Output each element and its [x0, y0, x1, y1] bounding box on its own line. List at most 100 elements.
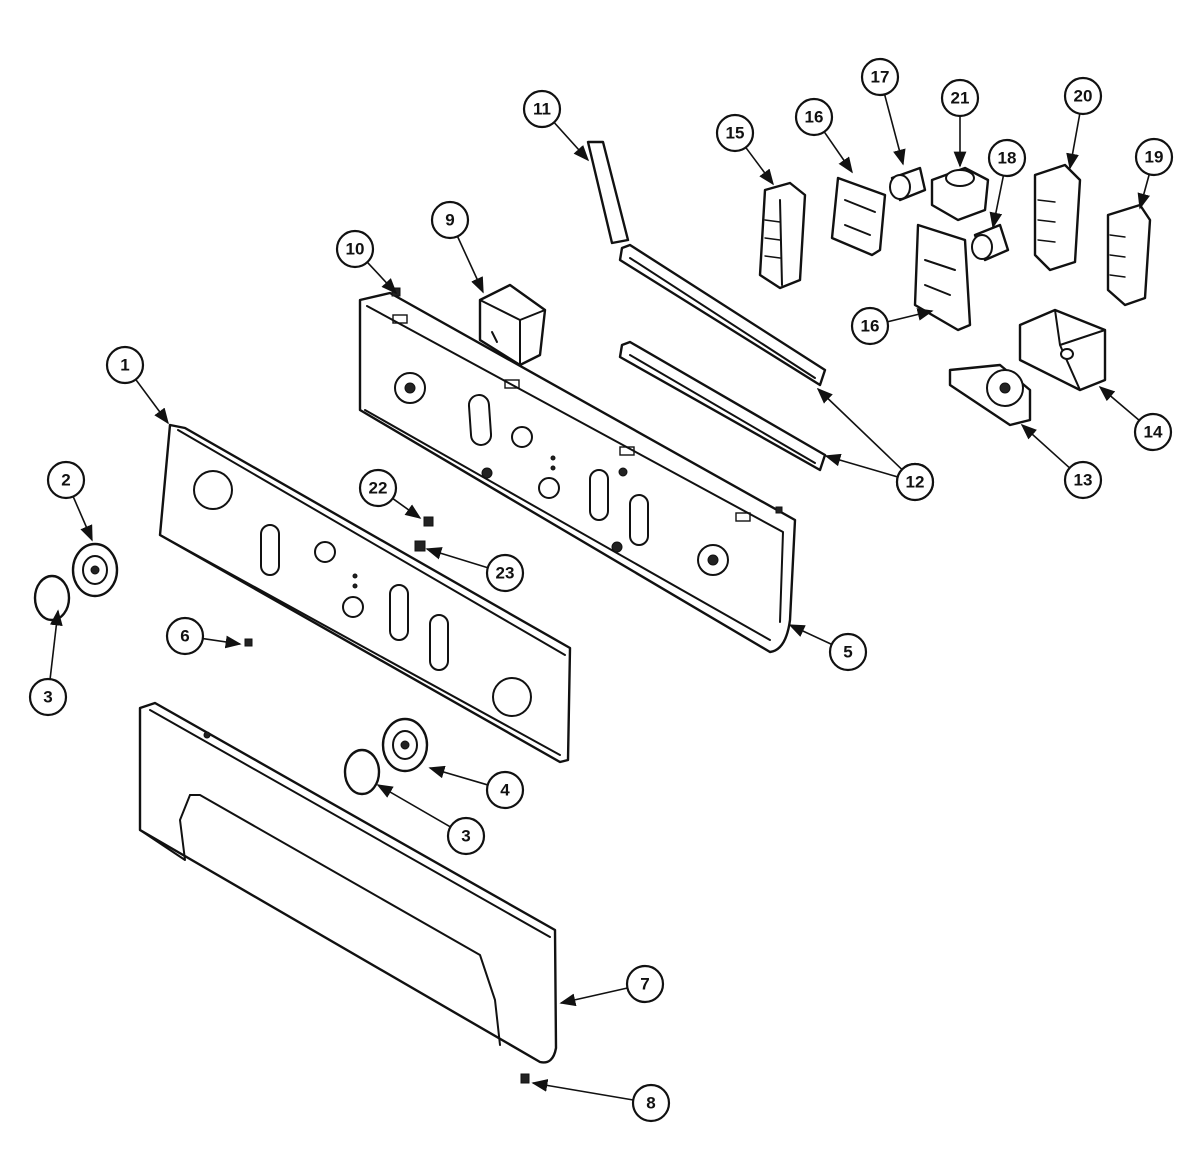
- callout-leader: [745, 146, 774, 186]
- callout-circle: [850, 306, 890, 346]
- callout-7: 7: [559, 964, 665, 1007]
- callout-leader: [425, 547, 489, 569]
- callout-16: 16: [794, 97, 853, 174]
- knob-cap-3-left: [33, 574, 71, 622]
- callout-leader: [135, 378, 169, 425]
- callout-21: 21: [940, 78, 980, 168]
- callout-15: 15: [715, 113, 774, 186]
- callout-leader: [823, 131, 853, 174]
- callout-leader: [49, 609, 63, 680]
- callout-circle: [105, 345, 145, 385]
- callout-8: 8: [531, 1079, 671, 1123]
- callout-6: 6: [165, 616, 242, 656]
- control-panel-overlay: [158, 423, 572, 764]
- bracket-16: [830, 176, 887, 257]
- callout-number: 9: [445, 211, 454, 230]
- knob-17: [889, 166, 927, 202]
- timer-21: [930, 166, 990, 222]
- callout-circle: [828, 632, 868, 672]
- callout-number: 16: [805, 108, 824, 127]
- callout-number: 21: [951, 89, 970, 108]
- callout-circle: [1134, 137, 1174, 177]
- callout-leader: [816, 387, 903, 471]
- callout-circle: [625, 964, 665, 1004]
- callout-circle: [358, 468, 398, 508]
- callout-number: 3: [43, 688, 52, 707]
- end-cap-trim: [138, 701, 558, 1064]
- callout-circle: [895, 462, 935, 502]
- callout-3: 3: [28, 609, 68, 717]
- motor-13: [948, 363, 1032, 427]
- label-card: [586, 140, 630, 245]
- callout-circle: [165, 616, 205, 656]
- callout-number: 4: [500, 781, 510, 800]
- callout-circle: [46, 460, 86, 500]
- callout-3: 3: [376, 784, 486, 856]
- callout-23: 23: [425, 547, 525, 593]
- control-panel-housing: [358, 291, 797, 654]
- callout-leader: [989, 175, 1005, 229]
- callout-labels: 1233456789101112121314151616171819202122…: [28, 57, 1174, 1123]
- callout-circle: [485, 770, 525, 810]
- callout-5: 5: [788, 624, 868, 672]
- switch-box: [478, 283, 547, 367]
- bracket-16-lower: [913, 223, 972, 332]
- callout-number: 19: [1145, 148, 1164, 167]
- callout-circle: [446, 816, 486, 856]
- callout-circle: [715, 113, 755, 153]
- callout-circle: [1063, 76, 1103, 116]
- callout-number: 3: [461, 827, 470, 846]
- callout-11: 11: [522, 89, 590, 162]
- callout-number: 20: [1074, 87, 1093, 106]
- callout-1: 1: [105, 345, 169, 425]
- callout-circle: [631, 1083, 671, 1123]
- callout-number: 22: [369, 479, 388, 498]
- callout-circle: [860, 57, 900, 97]
- callout-number: 7: [640, 975, 649, 994]
- callout-number: 6: [180, 627, 189, 646]
- callout-circle: [485, 553, 525, 593]
- callout-circle: [1133, 412, 1173, 452]
- callout-circle: [987, 138, 1027, 178]
- switch-20: [1033, 163, 1082, 272]
- callout-circle: [1063, 460, 1103, 500]
- callout-leader: [376, 784, 451, 828]
- callout-number: 1: [120, 356, 129, 375]
- component-14: [1018, 308, 1107, 392]
- callout-number: 23: [496, 564, 515, 583]
- callout-leader: [883, 94, 906, 166]
- callout-leader: [553, 121, 590, 162]
- switch-15: [758, 181, 807, 290]
- callout-14: 14: [1098, 385, 1173, 452]
- callout-leader: [428, 765, 488, 786]
- callout-number: 18: [998, 149, 1017, 168]
- knob-cap-3-right: [343, 748, 381, 796]
- callout-leader: [456, 236, 484, 294]
- callout-number: 13: [1074, 471, 1093, 490]
- callout-number: 17: [871, 68, 890, 87]
- callout-leader: [788, 624, 833, 646]
- callout-number: 11: [533, 100, 551, 119]
- knob-4: [381, 717, 429, 773]
- callout-circle: [522, 89, 562, 129]
- callout-circle: [940, 78, 980, 118]
- callout-18: 18: [987, 138, 1027, 229]
- callout-circle: [335, 229, 375, 269]
- callout-circle: [28, 677, 68, 717]
- switch-19: [1106, 203, 1152, 307]
- callout-number: 5: [843, 643, 852, 662]
- callout-19: 19: [1134, 137, 1174, 210]
- callout-leader: [559, 987, 628, 1007]
- callout-number: 2: [61, 471, 70, 490]
- callout-22: 22: [358, 468, 422, 519]
- callout-leader: [1066, 113, 1081, 170]
- callout-4: 4: [428, 765, 525, 810]
- callout-number: 10: [346, 240, 365, 259]
- callout-leader: [72, 496, 93, 542]
- callout-13: 13: [1020, 423, 1103, 500]
- callout-leader: [824, 453, 898, 478]
- callout-number: 14: [1144, 423, 1163, 442]
- callout-number: 12: [906, 473, 925, 492]
- callout-12: 12: [824, 453, 935, 502]
